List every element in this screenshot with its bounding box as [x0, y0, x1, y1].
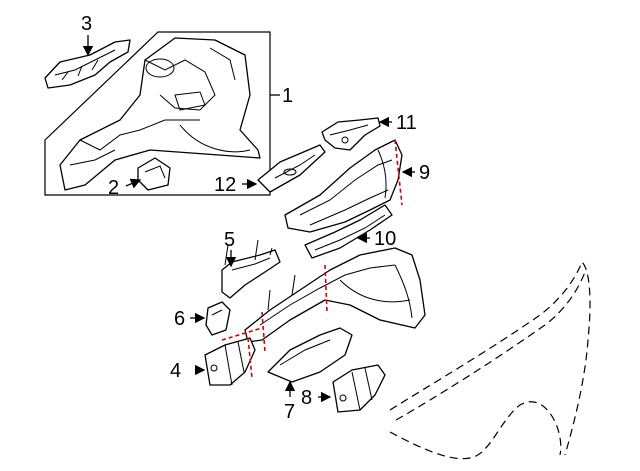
part-12-plate[interactable]: [257, 144, 326, 193]
callout-8[interactable]: 8: [301, 387, 312, 409]
callout-12[interactable]: 12: [214, 174, 236, 196]
callout-4[interactable]: 4: [170, 360, 181, 382]
leader-lines: [82, 35, 415, 403]
callout-2[interactable]: 2: [108, 177, 119, 199]
callout-11[interactable]: 11: [396, 112, 417, 134]
main-frame-rail[interactable]: [244, 247, 426, 343]
part-8-rail-tip[interactable]: [332, 364, 386, 413]
callout-1[interactable]: 1: [282, 85, 293, 107]
callout-7[interactable]: 7: [284, 401, 295, 423]
part-7-lower-rail[interactable]: [267, 327, 353, 383]
part-10-rail-extension[interactable]: [304, 204, 393, 259]
fender-outline: [389, 260, 591, 460]
part-11-bracket[interactable]: [321, 117, 381, 151]
part-2-bracket[interactable]: [137, 157, 171, 191]
part-5-bracket[interactable]: [221, 239, 281, 299]
callout-10[interactable]: 10: [374, 228, 396, 250]
part-1-apron-assembly[interactable]: [59, 37, 261, 191]
callout-3[interactable]: 3: [81, 13, 92, 35]
part-9-upper-rail[interactable]: [284, 139, 403, 233]
callout-9[interactable]: 9: [419, 162, 430, 184]
part-3-reinforcement[interactable]: [44, 39, 131, 89]
callout-6[interactable]: 6: [174, 308, 185, 330]
inset-frame: [44, 31, 271, 196]
callout-5[interactable]: 5: [224, 229, 235, 251]
part-4-rail-tip[interactable]: [204, 337, 256, 386]
part-6-clip[interactable]: [205, 301, 231, 336]
cut-lines: [221, 139, 403, 379]
callout-labels: 1 2 3 4 5 6 7 8 9 10 11 12: [81, 13, 430, 423]
